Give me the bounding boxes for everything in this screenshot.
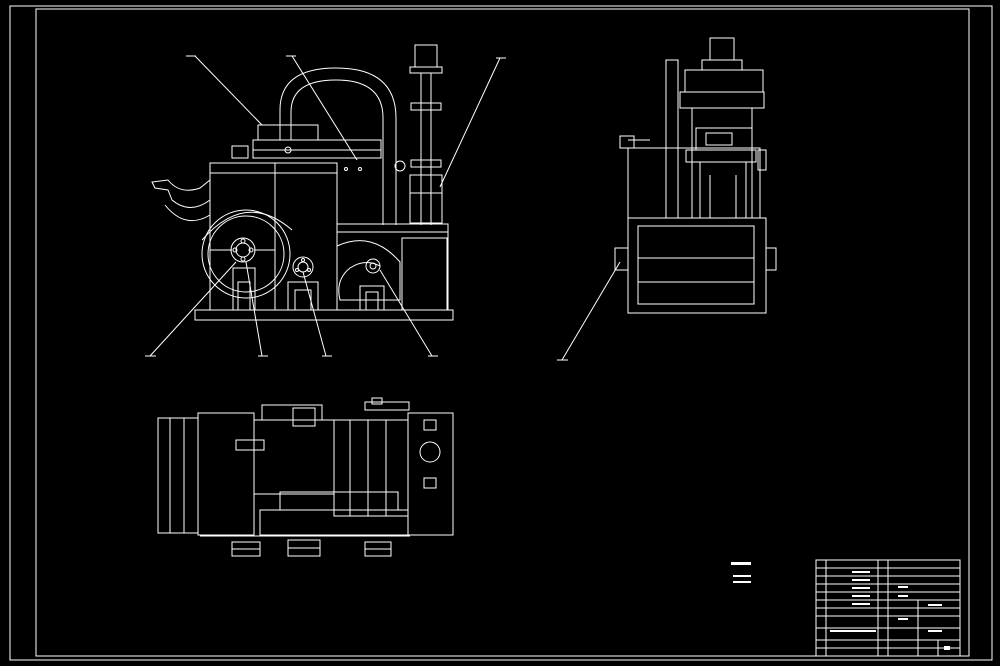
- technical-notes: [731, 562, 751, 583]
- front-view: [145, 44, 506, 357]
- top-view: [157, 397, 454, 557]
- inner-border: [35, 8, 970, 657]
- title-block: [815, 559, 961, 657]
- side-view: [557, 37, 777, 361]
- outer-border: [9, 5, 993, 661]
